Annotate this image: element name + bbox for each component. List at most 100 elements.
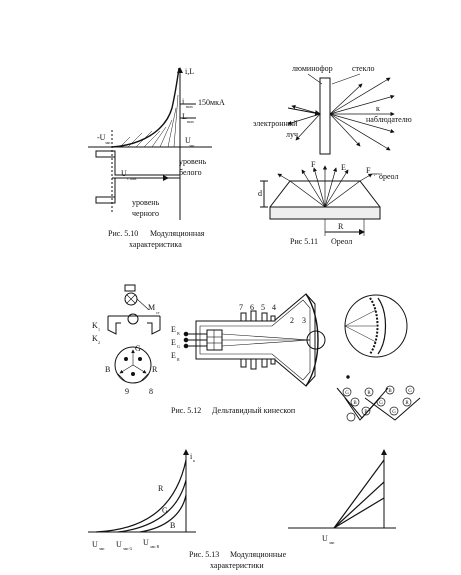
label-white-1: уровень — [179, 157, 207, 166]
label-F2-sub: ореол — [372, 171, 382, 176]
dot-letter: R — [405, 401, 409, 406]
fig-5-12-caption-num: Рис. 5.12 — [171, 406, 201, 415]
line-3 — [333, 497, 385, 529]
label-F2: F — [366, 166, 371, 175]
convergence-point — [306, 330, 326, 350]
label-R: R — [152, 365, 158, 374]
label-imax: i — [182, 97, 185, 106]
electron-guns — [206, 329, 223, 351]
fig-5-11-halo — [260, 73, 395, 236]
label-U1-sub: зап — [99, 546, 105, 551]
fig-5-10-labels: i,L i max 150мкА L max -U зап U зап U с … — [97, 67, 225, 249]
dot-letter: B — [388, 389, 392, 394]
label-minus-u-sub: зап — [105, 140, 111, 145]
label-phosphor: люминофор — [292, 64, 333, 73]
gun-cross-section — [114, 346, 152, 384]
line-1 — [333, 459, 385, 529]
label-imax-sub: max — [186, 104, 193, 109]
label-K1: K — [92, 321, 98, 330]
fig-5-12-phosphor-dots — [342, 385, 415, 422]
electrode-5: 5 — [261, 303, 265, 312]
label-lmax-sub: max — [187, 119, 194, 124]
label-U3-sub: зап R — [150, 544, 159, 549]
label-G: G — [135, 344, 141, 353]
label-black-1: уровень — [132, 198, 160, 207]
label-u-right: U — [185, 136, 191, 145]
curve-G — [117, 479, 187, 533]
fig-5-10-caption-title-1: Модуляционная — [150, 229, 205, 238]
label-iL: i,L — [185, 67, 194, 76]
label-8: 8 — [149, 387, 153, 396]
label-k: к — [376, 104, 380, 113]
fig-5-13-caption-title-1: Модуляционные — [230, 550, 287, 559]
dot-letter: G — [408, 389, 412, 394]
label-ik-sub: к — [193, 458, 195, 463]
label-M: M — [148, 303, 155, 312]
dot-letter: B — [364, 410, 368, 415]
characteristic-curve — [111, 67, 180, 148]
label-K2: K — [92, 334, 98, 343]
right-bracket — [147, 316, 161, 335]
fig-5-12-caption-title: Дельтавидный кинескоп — [212, 406, 296, 415]
label-black-2: черного — [132, 209, 159, 218]
label-R: R — [338, 222, 344, 231]
label-glass: стекло — [352, 64, 374, 73]
fig-5-11-labels: люминофор стекло электронный луч к наблю… — [253, 64, 412, 246]
label-3: 3 — [302, 316, 306, 325]
fig-5-13-caption-title-2: характеристики — [210, 561, 264, 570]
white-level-pulse — [96, 150, 180, 176]
fig-5-10-caption-num: Рис. 5.10 — [108, 229, 138, 238]
label-U1: U — [92, 540, 98, 549]
label-Er: E — [171, 351, 176, 360]
label-halo: ореол — [379, 172, 398, 181]
label-U3: U — [143, 538, 149, 547]
fig-5-13-labels: i к R G B U зап U зап G U зап R U зап Ри… — [92, 452, 335, 570]
phosphor-leader — [307, 73, 323, 85]
label-U2-sub: зап G — [123, 546, 132, 551]
light-rays — [287, 77, 395, 151]
label-R: R — [158, 484, 164, 493]
white-pulse-box — [95, 150, 116, 158]
label-K1-sub: 1 — [98, 327, 100, 332]
label-B: B — [170, 521, 175, 530]
black-level-pulse — [96, 177, 180, 198]
electrode-7: 7 — [239, 303, 243, 312]
left-bracket — [107, 316, 121, 335]
label-u-lower-sub: с max — [127, 176, 137, 181]
label-U-right-sub: зап — [329, 540, 335, 545]
black-pulse-box — [95, 196, 116, 204]
glass-plate — [269, 206, 381, 220]
fig-5-12-delta-kinescope — [107, 284, 421, 421]
dot-letter: G — [345, 391, 349, 396]
electrode-6: 6 — [250, 303, 254, 312]
label-beam-2: луч — [286, 130, 298, 139]
label-U-right: U — [322, 534, 328, 543]
curve-R — [95, 459, 187, 533]
label-ik: i — [190, 452, 193, 461]
halo-rays — [277, 165, 373, 208]
phosphor-layer — [377, 297, 387, 355]
curve-B — [139, 494, 187, 533]
label-Eb: E — [171, 325, 176, 334]
tube-outline — [195, 293, 316, 387]
dot-letter: G — [379, 401, 383, 406]
fig-5-12-labels: M ст K 1 K 2 B G R 9 8 E B E G E R 7 6 5… — [92, 303, 306, 415]
label-white-2: белого — [179, 168, 202, 177]
beam-b — [221, 333, 311, 341]
fig-5-13-modulation-characteristics — [88, 449, 396, 533]
electron-beam — [287, 107, 321, 117]
fig-5-13-caption-num: Рис. 5.13 — [189, 550, 219, 559]
label-observer: наблюдателю — [366, 115, 412, 124]
label-beam-1: электронный — [253, 119, 298, 128]
fig-5-10-caption-title-2: характеристика — [129, 240, 182, 249]
fig-5-10-modulation-characteristic — [88, 67, 212, 220]
fig-5-11-caption-num: Рис 5.11 — [290, 237, 318, 246]
dot-letter: R — [367, 391, 371, 396]
label-9: 9 — [125, 387, 129, 396]
phosphor-plate — [319, 77, 331, 155]
label-u-lower: U — [121, 169, 127, 178]
fig-5-11-caption-title: Ореол — [331, 237, 352, 246]
label-minus-u: -U — [97, 133, 106, 142]
